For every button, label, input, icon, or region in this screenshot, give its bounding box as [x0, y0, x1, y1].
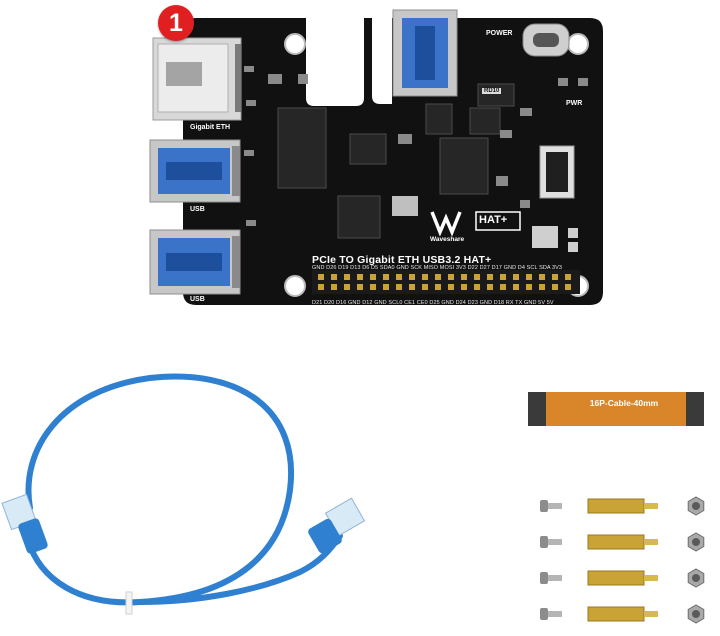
gpio-pin — [331, 284, 337, 290]
gpio-pin — [396, 274, 402, 280]
gpio-pin — [526, 274, 532, 280]
gpio-pin — [435, 284, 441, 290]
pin-row-top: GND D26 D19 D13 D6 D5 SDA0 GND SCK MISO … — [312, 265, 563, 271]
cable-tie — [125, 591, 133, 615]
chips — [277, 83, 515, 239]
gpio-pin — [435, 274, 441, 280]
screw-thread — [548, 503, 562, 509]
gpio-header — [312, 270, 580, 294]
nut-hole — [692, 574, 700, 582]
brass-standoff — [587, 570, 645, 586]
ethernet-port — [152, 37, 242, 121]
gpio-pin — [448, 274, 454, 280]
gpio-pin — [383, 274, 389, 280]
gpio-pin — [487, 274, 493, 280]
gpio-pin — [422, 274, 428, 280]
nut-hole — [692, 610, 700, 618]
rj45-plug-left — [1, 493, 48, 554]
usb-port-left-1 — [149, 139, 241, 203]
standoff-thread — [644, 575, 658, 581]
gpio-pin — [318, 274, 324, 280]
gpio-pin — [422, 284, 428, 290]
gpio-pin — [513, 274, 519, 280]
gpio-pin — [448, 284, 454, 290]
label-rd10: RD10 — [482, 88, 502, 94]
screw-head — [540, 536, 548, 548]
label-brand: Waveshare — [430, 236, 465, 243]
rj45-plug-right — [308, 497, 366, 554]
hardware-row — [540, 568, 705, 588]
hardware-kit — [540, 496, 705, 624]
hardware-row — [540, 604, 705, 624]
gpio-pin — [370, 274, 376, 280]
usb-c-port — [522, 23, 570, 57]
gpio-pin — [331, 274, 337, 280]
board-title: PCIe TO Gigabit ETH USB3.2 HAT+ — [312, 254, 492, 266]
usb-port-top — [392, 9, 458, 97]
label-gigabit-eth: Gigabit ETH — [190, 124, 231, 131]
brass-standoff — [587, 534, 645, 550]
label-hat-plus: HAT+ — [479, 214, 508, 226]
label-usb-left-2: USB — [190, 296, 205, 303]
screw-head — [540, 500, 548, 512]
ffc-cable-label: 16P-Cable-40mm — [589, 398, 659, 408]
nut-hole — [692, 538, 700, 546]
gpio-pin — [357, 274, 363, 280]
standoff-thread — [644, 611, 658, 617]
screw-head — [540, 608, 548, 620]
gpio-pin — [409, 274, 415, 280]
gpio-pin — [383, 284, 389, 290]
components — [244, 66, 588, 226]
usb-port-left-2 — [149, 229, 241, 295]
gpio-pin — [526, 284, 532, 290]
gpio-pin — [565, 274, 571, 280]
gpio-pin — [474, 284, 480, 290]
gpio-pin — [565, 284, 571, 290]
gpio-pin — [552, 284, 558, 290]
label-power: POWER — [486, 30, 513, 37]
standoff-thread — [644, 503, 658, 509]
gpio-pin — [487, 284, 493, 290]
gpio-pin — [344, 274, 350, 280]
hardware-row — [540, 532, 705, 552]
gpio-pin — [539, 274, 545, 280]
gpio-pin — [370, 284, 376, 290]
label-usb-left-1: USB — [190, 206, 205, 213]
gpio-pin — [513, 284, 519, 290]
waveshare-logo — [430, 211, 462, 237]
label-usb-top: USB — [372, 28, 387, 35]
gpio-pin — [500, 284, 506, 290]
hardware-row — [540, 496, 705, 516]
brass-standoff — [587, 606, 645, 622]
ffc-cable — [528, 392, 704, 426]
gpio-pin — [461, 284, 467, 290]
hat-plus-box — [475, 211, 521, 231]
screw-thread — [548, 611, 562, 617]
screw-head — [540, 572, 548, 584]
ethernet-cable — [1, 373, 366, 615]
gpio-pin — [539, 284, 545, 290]
gpio-pin — [461, 274, 467, 280]
gpio-pin — [500, 274, 506, 280]
gpio-pin — [409, 284, 415, 290]
screw-thread — [548, 539, 562, 545]
gpio-pin — [474, 274, 480, 280]
standoff-thread — [644, 539, 658, 545]
nut-hole — [692, 502, 700, 510]
gpio-pin — [318, 284, 324, 290]
item-number-badge: 1 — [158, 5, 194, 41]
pin-row-bottom: D21 D20 D16 GND D12 GND SCL0 CE1 CE0 D25… — [312, 300, 554, 306]
gpio-pin — [357, 284, 363, 290]
screw-thread — [548, 575, 562, 581]
gpio-pin — [396, 284, 402, 290]
label-pwr: PWR — [566, 100, 583, 107]
gpio-pin — [344, 284, 350, 290]
brass-standoff — [587, 498, 645, 514]
gpio-pin — [552, 274, 558, 280]
gpio-pins — [318, 274, 571, 290]
